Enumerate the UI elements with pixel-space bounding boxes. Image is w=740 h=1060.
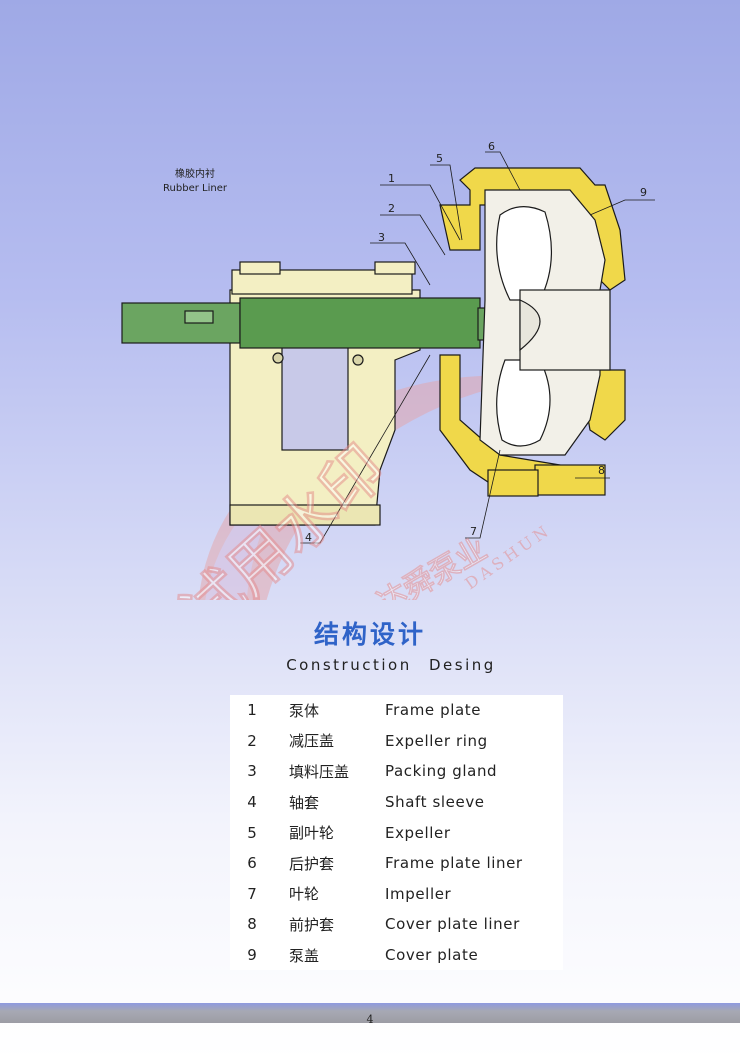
table-row: 1 泵体 Frame plate: [230, 695, 563, 726]
callout-2: 2: [388, 202, 395, 215]
callout-9: 9: [640, 186, 647, 199]
part-name-en: Expeller ring: [385, 731, 488, 750]
bearing-frame: [229, 261, 421, 526]
footer-bar: [0, 1003, 740, 1023]
parts-table: 1 泵体 Frame plate 2 减压盖 Expeller ring 3 填…: [230, 695, 563, 971]
table-row: 3 填料压盖 Packing gland: [230, 756, 563, 787]
callout-numbers: 1 2 3 4 5 6 7 8 9: [305, 140, 647, 544]
part-name-en: Cover plate liner: [385, 915, 520, 934]
part-name-cn: 轴套: [289, 793, 320, 812]
part-name-en: Expeller: [385, 823, 451, 842]
part-name-en: Shaft sleeve: [385, 793, 485, 812]
rubber-liner-label: 橡胶内衬 Rubber Liner: [140, 168, 250, 196]
part-name-en: Packing gland: [385, 762, 498, 781]
callout-leaders: [300, 151, 655, 544]
callout-1: 1: [388, 172, 395, 185]
part-name-cn: 叶轮: [289, 885, 320, 904]
part-name-en: Impeller: [385, 884, 452, 903]
callout-8: 8: [598, 464, 605, 477]
table-row: 5 副叶轮 Expeller: [230, 817, 563, 848]
part-name-cn: 泵体: [289, 701, 320, 720]
table-row: 8 前护套 Cover plate liner: [230, 909, 563, 940]
pump-cross-section-diagram: 1 2 3 4 5 6 7 8 9 试用水印 达舜泵业 DASHUN: [121, 140, 655, 600]
section-title-en: Construction Desing: [286, 656, 496, 674]
section-title-cn: 结构设计: [313, 620, 426, 649]
rubber-liner-label-en: Rubber Liner: [163, 183, 227, 194]
page-number: 4: [366, 1013, 374, 1026]
part-number: 1: [247, 701, 257, 720]
part-number: 8: [247, 915, 257, 934]
table-row: 6 后护套 Frame plate liner: [230, 848, 563, 879]
part-number: 4: [247, 793, 257, 812]
part-number: 7: [247, 884, 257, 903]
part-number: 2: [247, 731, 257, 750]
part-name-en: Frame plate: [385, 701, 482, 720]
part-name-en: Frame plate liner: [385, 854, 523, 873]
part-name-cn: 泵盖: [289, 946, 320, 965]
callout-4: 4: [305, 531, 312, 544]
part-number: 6: [247, 854, 257, 873]
part-name-cn: 副叶轮: [289, 824, 335, 843]
part-number: 9: [247, 946, 257, 965]
table-row: 7 叶轮 Impeller: [230, 879, 563, 910]
callout-3: 3: [378, 231, 385, 244]
part-number: 3: [247, 762, 257, 781]
shaft: [121, 297, 526, 349]
table-row: 2 减压盖 Expeller ring: [230, 726, 563, 757]
part-name-cn: 填料压盖: [289, 762, 350, 781]
table-row: 9 泵盖 Cover plate: [230, 940, 563, 971]
rubber-liner-impeller: [479, 189, 611, 456]
part-name-en: Cover plate: [385, 946, 479, 965]
part-name-cn: 减压盖: [289, 732, 335, 751]
callout-7: 7: [470, 525, 477, 538]
callout-6: 6: [488, 140, 495, 153]
part-number: 5: [247, 823, 257, 842]
callout-5: 5: [436, 152, 443, 165]
part-name-cn: 后护套: [289, 854, 335, 873]
part-name-cn: 前护套: [289, 915, 335, 934]
table-row: 4 轴套 Shaft sleeve: [230, 787, 563, 818]
rubber-liner-label-cn: 橡胶内衬: [175, 169, 215, 180]
